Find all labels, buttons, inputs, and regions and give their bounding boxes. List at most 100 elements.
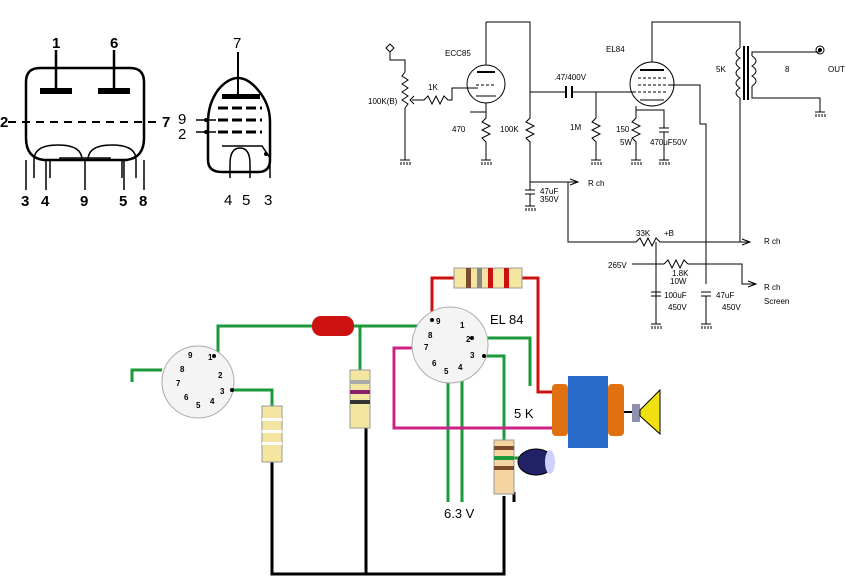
grid-leak-band-3 [350, 400, 370, 404]
r-ch-label-1: R ch [588, 179, 604, 188]
left-socket-pin3 [230, 388, 234, 392]
left-pin-2: 2 [218, 371, 223, 380]
right-pin-9: 9 [436, 317, 441, 326]
cathode-res1-label: 470 [452, 125, 466, 134]
el84-dot-9 [204, 118, 208, 122]
cathode-right-band-3 [494, 466, 514, 470]
pin3-wire-green [484, 354, 506, 440]
filter1-label: 47uF [540, 187, 558, 196]
cap100-label: 100uF [664, 291, 687, 300]
left-pin-8: 8 [180, 365, 185, 374]
el84-pin-7: 7 [233, 35, 241, 52]
el84-heater [229, 147, 251, 178]
transformer-bell-right [608, 384, 624, 436]
right-socket-pin9 [430, 318, 434, 322]
left-pin-3: 3 [220, 387, 225, 396]
drop-resistor-33k [635, 236, 750, 248]
plate-res-label: 100K [500, 125, 519, 134]
ecc85-pin-8: 8 [139, 193, 147, 210]
schematic-labels: ECC85 EL84 100K(B) 1K 470 100K .47/400V … [368, 45, 845, 312]
wiring-layout: 9 1 8 2 7 3 6 4 5 9 1 8 2 7 3 6 4 5 [130, 267, 661, 576]
grid-res-label: 1K [428, 83, 438, 92]
grid-resistor-1k [412, 87, 470, 106]
ecc85-pin-7: 7 [162, 114, 170, 131]
el84-pin-3: 3 [264, 192, 272, 209]
left-pin-7: 7 [176, 379, 181, 388]
grid-leak-label: 1M [570, 123, 581, 132]
ecc85-pin-1: 1 [52, 35, 60, 52]
ecc85-plate-a [40, 88, 72, 94]
input-terminal [385, 43, 395, 53]
plate-resistor-band-1 [466, 268, 471, 288]
el84-pin-9: 9 [178, 111, 186, 128]
schematic [385, 21, 826, 329]
el84-pin-5: 5 [242, 192, 250, 209]
out-label: OUT [828, 65, 845, 74]
left-socket-pin1 [212, 354, 216, 358]
pot-label: 100K(B) [368, 97, 398, 106]
cap100-voltage: 450V [668, 303, 687, 312]
left-socket [161, 345, 235, 419]
el84-pin-2: 2 [178, 126, 186, 143]
speaker-cone [639, 388, 661, 436]
ground-bus [270, 462, 506, 576]
electrolytic-capacitor-end [545, 450, 555, 474]
transformer-z-label: 5K [716, 65, 726, 74]
cap47-label: 47uF [716, 291, 734, 300]
input-wire-green [130, 368, 162, 382]
cathode-left-band-2 [262, 430, 282, 433]
right-pin-1: 1 [460, 321, 465, 330]
right-pin-6: 6 [432, 359, 437, 368]
cathode-resistor-150 [630, 106, 642, 160]
right-pin-8: 8 [428, 331, 433, 340]
left-pin-9: 9 [188, 351, 193, 360]
ot-out-wire [751, 51, 820, 56]
coupling-cap-label: .47/400V [554, 73, 587, 82]
plate-resistor-band-2 [477, 268, 482, 288]
ground-symbols [400, 111, 826, 329]
right-socket-pin2 [470, 336, 474, 340]
speaker-z-label: 8 [785, 65, 790, 74]
cap47-voltage: 450V [722, 303, 741, 312]
el84-pinout: 7 9 2 4 5 3 [178, 35, 272, 209]
heater-voltage-label: 6.3 V [444, 506, 475, 521]
cathode-resistor-470 [470, 111, 492, 160]
ecc85-pin-3: 3 [21, 193, 29, 210]
ecc85-symbol [466, 64, 506, 104]
ecc85-plate-b [98, 88, 130, 94]
plate-resistor-100k [524, 92, 536, 186]
speaker-magnet [632, 404, 640, 422]
bplus-label: +B [664, 229, 674, 238]
input-wire [389, 52, 406, 72]
ecc85-heater-left [33, 144, 83, 178]
right-socket [411, 306, 489, 384]
right-pin-7: 7 [424, 343, 429, 352]
el84-dot-3 [264, 152, 268, 156]
screen-wire-magenta [392, 346, 552, 430]
left-pin-4: 4 [210, 397, 215, 406]
ecc85-envelope [24, 66, 146, 162]
filter1-voltage: 350V [540, 195, 559, 204]
grid-leak-1m [590, 92, 602, 160]
cathode-cap-label: 470uF50V [650, 138, 688, 147]
grid-leak-band-1 [350, 380, 370, 384]
transformer-core [568, 376, 608, 448]
el84-pin-4: 4 [224, 192, 232, 209]
left-pin-1: 1 [208, 353, 213, 362]
right-pin-2: 2 [466, 335, 471, 344]
plate-supply-wire [486, 21, 531, 92]
r-ch-arrow-3 [747, 280, 758, 288]
plate-resistor-band-3 [488, 268, 493, 288]
transformer-layout-label: 5 K [514, 406, 534, 421]
right-pin-3: 3 [470, 351, 475, 360]
drop-wire [567, 182, 636, 243]
pot-wiper-arrow [409, 95, 415, 105]
el84-dot-2 [204, 130, 208, 134]
ecc85-pin-9: 9 [80, 193, 88, 210]
ecc85-pin-6: 6 [110, 35, 118, 52]
cathode-wire-green [232, 388, 274, 406]
ot-secondary [751, 55, 757, 87]
cathode-cap-wire [636, 109, 665, 128]
right-pin-5: 5 [444, 367, 449, 376]
